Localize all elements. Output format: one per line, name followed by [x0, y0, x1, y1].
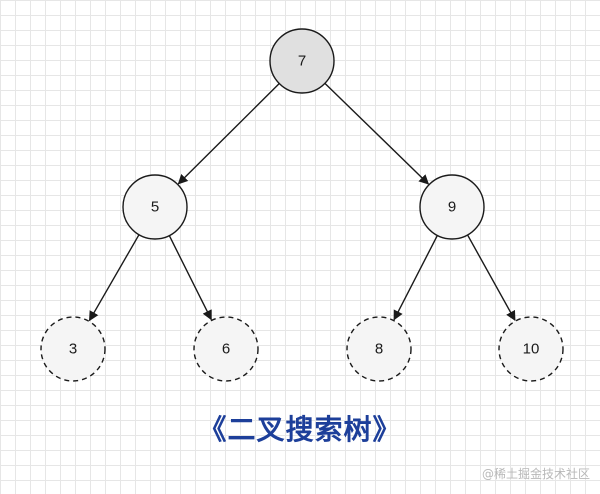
edge-n7-n5: [177, 83, 280, 185]
tree-node-7: 7: [269, 28, 335, 94]
node-circle: [419, 174, 485, 240]
node-circle: [193, 316, 259, 382]
edge-n5-n6: [168, 235, 212, 321]
edge-n9-n10: [466, 234, 516, 322]
node-circle: [498, 316, 564, 382]
edge-n5-n3: [88, 234, 140, 322]
node-label: 10: [523, 341, 540, 358]
nodes-layer: 7 5 9 3 6 8 10: [40, 28, 564, 382]
node-circle: [269, 28, 335, 94]
diagram-caption: 《二叉搜索树》: [198, 413, 402, 446]
node-label: 3: [69, 341, 77, 358]
node-circle: [122, 174, 188, 240]
tree-node-6: 6: [193, 316, 259, 382]
tree-node-5: 5: [122, 174, 188, 240]
node-circle: [346, 316, 412, 382]
tree-node-9: 9: [419, 174, 485, 240]
tree-node-10: 10: [498, 316, 564, 382]
edges-layer: [88, 82, 516, 322]
node-label: 8: [375, 341, 383, 358]
node-label: 9: [448, 199, 456, 216]
tree-node-3: 3: [40, 316, 106, 382]
watermark: @稀土掘金技术社区: [481, 467, 590, 481]
edge-n9-n8: [393, 235, 438, 321]
edge-n7-n9: [324, 82, 430, 185]
node-label: 5: [151, 199, 159, 216]
node-label: 6: [222, 341, 230, 358]
node-label: 7: [298, 53, 306, 70]
node-circle: [40, 316, 106, 382]
tree-node-8: 8: [346, 316, 412, 382]
